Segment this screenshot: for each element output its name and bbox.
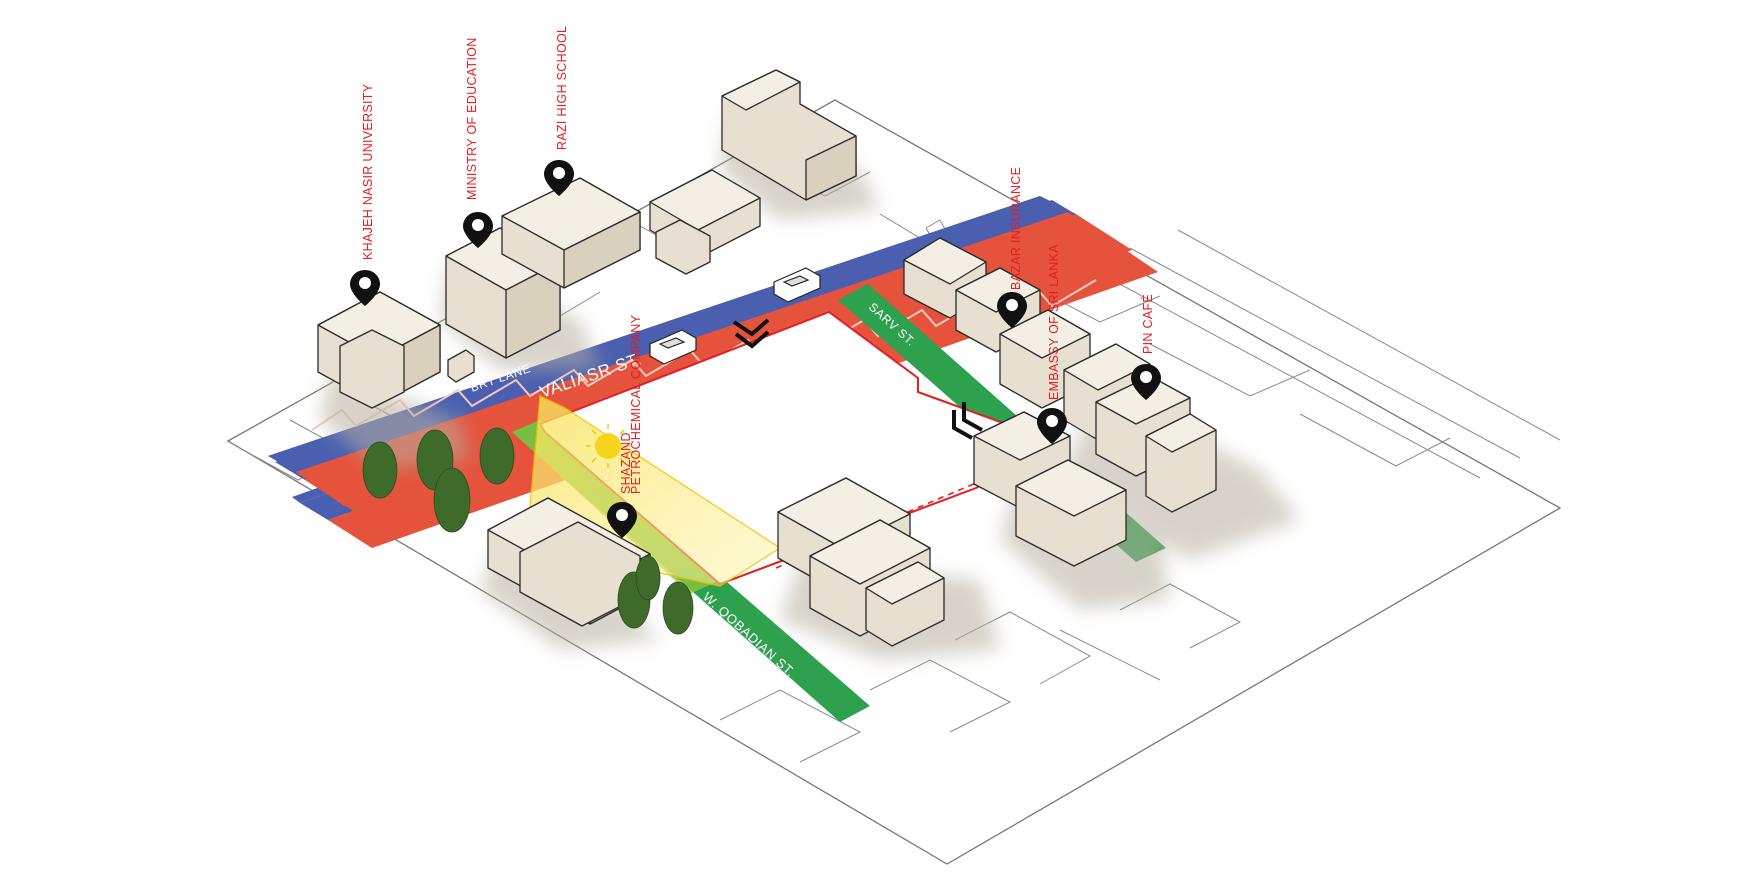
tree-icon <box>362 441 398 499</box>
map-pin-icon[interactable] <box>1037 408 1067 444</box>
label-bazar-insurance: BAZAR INSURANCE <box>1009 167 1023 290</box>
tree-icon <box>433 467 471 533</box>
map-pin-icon[interactable] <box>463 212 493 248</box>
map-pin-icon[interactable] <box>1131 364 1161 400</box>
label-shazand-sub: PETROCHEMICAL COMPANY <box>629 314 643 494</box>
label-embassy-sri-lanka: EMBASSY OF SRI LANKA <box>1047 244 1061 400</box>
car-icon <box>649 329 697 365</box>
map-pins <box>350 160 1161 538</box>
trees <box>362 427 694 635</box>
car-icon <box>773 267 821 303</box>
building-razi-school <box>501 177 641 289</box>
entrance-arrow-icon[interactable] <box>952 402 983 440</box>
cars <box>649 267 821 365</box>
label-shazand: SHAZAND <box>619 432 633 494</box>
map-pin-icon[interactable] <box>607 502 637 538</box>
label-ministry-education: MINISTRY OF EDUCATION <box>465 37 479 200</box>
map-pin-icon[interactable] <box>997 292 1027 328</box>
buildings <box>317 69 1300 660</box>
sun-icon <box>595 433 621 459</box>
tree-icon <box>662 581 694 635</box>
sun-rays-icon <box>586 424 630 468</box>
entrance-arrow-icon[interactable] <box>732 318 770 349</box>
tree-icon <box>479 427 515 485</box>
label-razi-school: RAZI HIGH SCHOOL <box>555 26 569 150</box>
building-shazand <box>487 497 651 627</box>
tree-icon <box>635 555 661 601</box>
building-top-corner <box>721 69 857 201</box>
map-pin-icon[interactable] <box>544 160 574 196</box>
building-top-mid <box>649 169 761 275</box>
label-khajeh-nasir: KHAJEH NASIR UNIVERSITY <box>361 83 375 260</box>
label-pin-cafe: PIN CAFÉ <box>1140 294 1155 354</box>
map-pin-icon[interactable] <box>350 270 380 306</box>
building-khajeh-nasir <box>317 291 475 409</box>
building-east-row <box>903 237 1217 513</box>
building-south-block <box>777 477 945 647</box>
